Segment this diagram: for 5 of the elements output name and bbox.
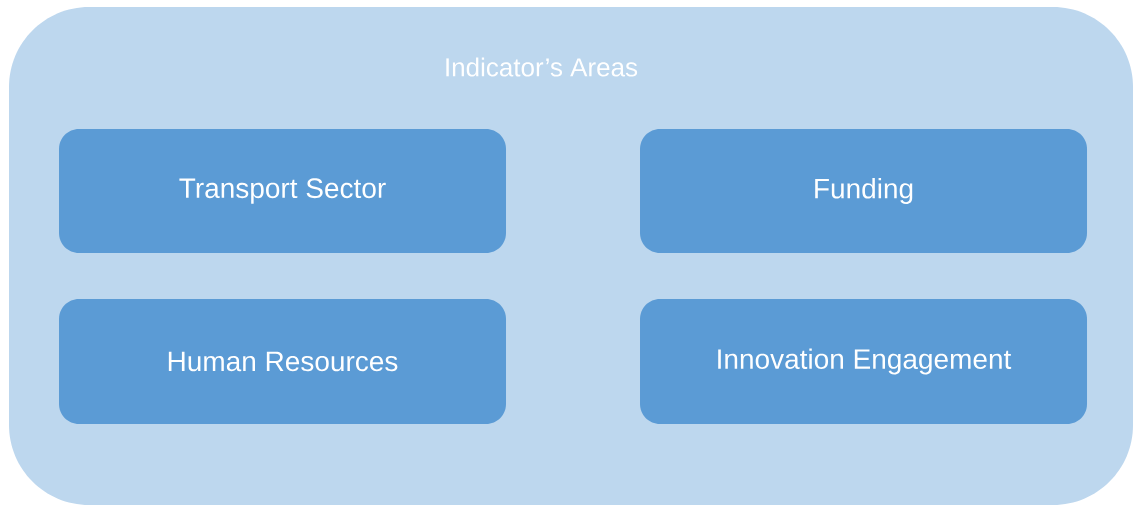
area-box: Innovation Engagement xyxy=(640,299,1087,424)
area-box: Transport Sector xyxy=(59,129,506,253)
area-box: Human Resources xyxy=(59,299,506,424)
area-box: Funding xyxy=(640,129,1087,253)
heading: Indicator’s Areas xyxy=(446,57,638,77)
